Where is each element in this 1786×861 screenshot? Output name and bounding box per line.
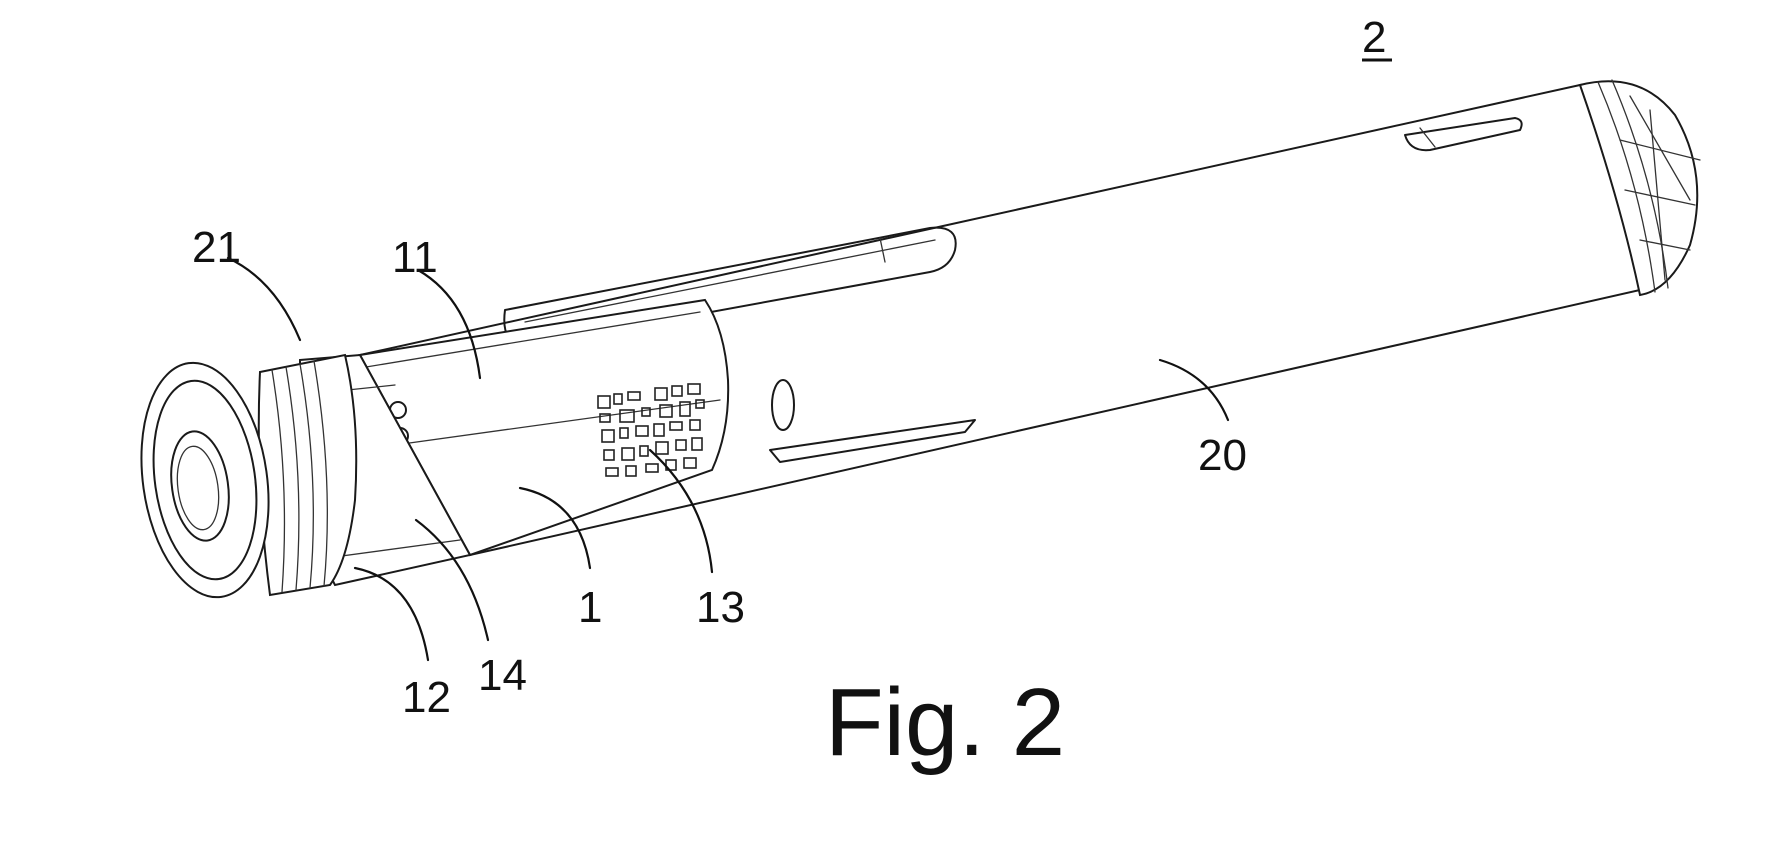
- leader-lines: [226, 256, 1230, 662]
- ref-14: 14: [478, 651, 527, 700]
- ref-12: 12: [402, 673, 451, 722]
- pen-device: [140, 79, 1701, 599]
- cap-clip: [1404, 117, 1523, 152]
- needle-end: [140, 361, 270, 599]
- reference-numerals: 21 11 1 13 14 12 20: [192, 223, 1247, 722]
- leader-12: [353, 566, 430, 662]
- threaded-ring: [257, 353, 358, 597]
- leader-1: [518, 486, 592, 570]
- figure-caption: Fig. 2: [825, 669, 1065, 776]
- leader-14: [414, 518, 490, 642]
- end-cap: [1578, 79, 1701, 297]
- leader-21: [226, 256, 302, 342]
- ref-13: 13: [696, 583, 745, 632]
- lower-ledge: [769, 419, 976, 463]
- viewing-window: [771, 379, 795, 431]
- ref-11: 11: [392, 233, 438, 282]
- matrix-code: [597, 383, 705, 477]
- ref-20: 20: [1198, 431, 1247, 480]
- device-reference-label: 2: [1362, 13, 1386, 62]
- leader-13: [648, 448, 714, 574]
- leader-20: [1158, 358, 1230, 422]
- leader-11: [416, 268, 482, 380]
- ref-1: 1: [578, 583, 602, 632]
- ref-21: 21: [192, 223, 241, 272]
- label-sleeve: [358, 298, 795, 557]
- device-reference: 2: [1362, 13, 1392, 62]
